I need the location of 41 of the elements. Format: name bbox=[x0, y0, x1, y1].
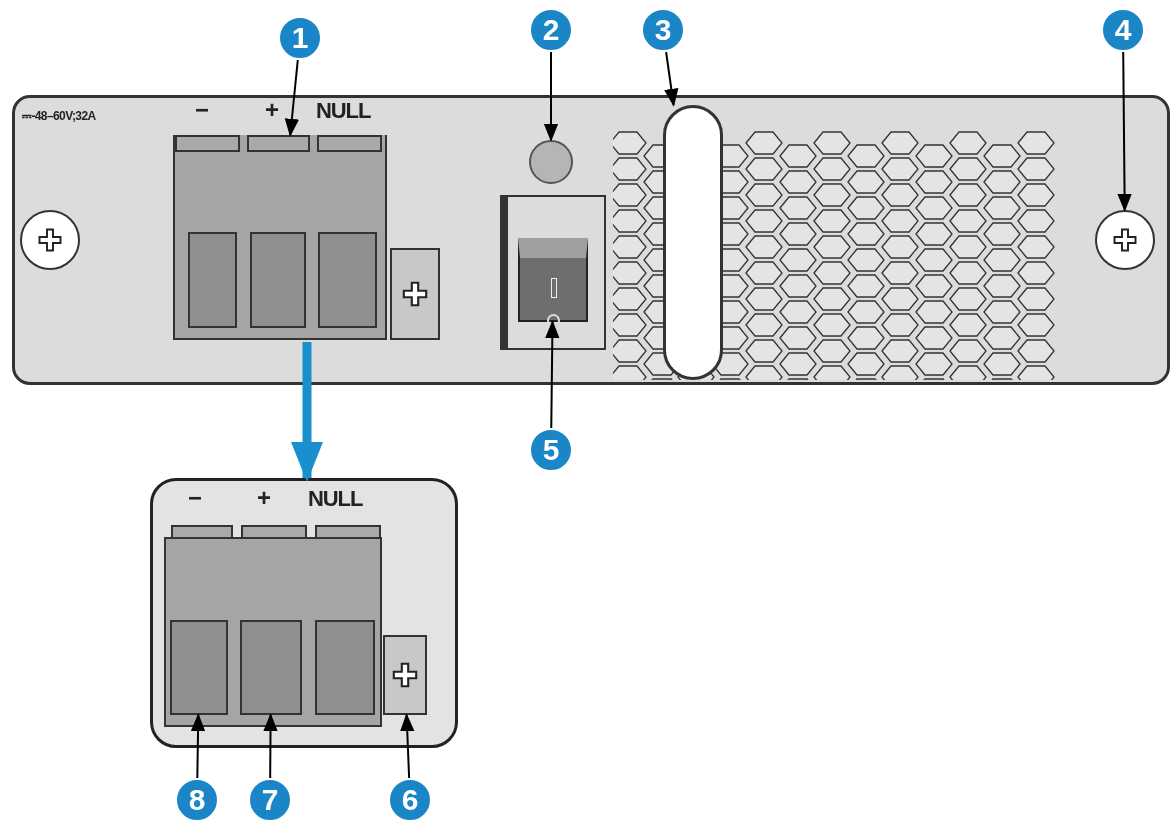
terminal-socket bbox=[188, 232, 237, 328]
leader-line bbox=[263, 713, 278, 779]
terminal-label: + bbox=[265, 98, 279, 122]
terminal-socket bbox=[170, 620, 228, 715]
leader-line bbox=[190, 713, 206, 779]
terminal-socket bbox=[315, 620, 375, 715]
callout-number: 2 bbox=[529, 8, 573, 52]
mounting-screw bbox=[20, 210, 80, 270]
terminal-label: NULL bbox=[316, 100, 371, 122]
rating-label: ⎓-48–60V;32A bbox=[22, 110, 96, 122]
callout-number: 1 bbox=[278, 16, 322, 60]
leader-line bbox=[545, 320, 560, 429]
callout-number: 6 bbox=[388, 778, 432, 822]
indicator-led bbox=[529, 140, 573, 184]
terminal-label: + bbox=[257, 486, 271, 510]
handle bbox=[663, 105, 723, 380]
terminal-screw bbox=[383, 635, 427, 715]
leader-line bbox=[1117, 51, 1132, 212]
leader-line bbox=[664, 51, 679, 107]
callout-number: 4 bbox=[1101, 8, 1145, 52]
terminal-block-detail bbox=[150, 478, 458, 748]
terminal-socket bbox=[250, 232, 306, 328]
callout-number: 3 bbox=[641, 8, 685, 52]
terminal-label: − bbox=[195, 98, 209, 122]
callout-number: 5 bbox=[529, 428, 573, 472]
callout-number: 7 bbox=[248, 778, 292, 822]
terminal-screw bbox=[390, 248, 440, 340]
leader-line bbox=[543, 51, 559, 142]
terminal-label: NULL bbox=[308, 488, 363, 510]
leader-line bbox=[400, 713, 415, 779]
front-panel bbox=[12, 95, 1170, 385]
terminal-block bbox=[164, 537, 382, 727]
leader-line bbox=[284, 59, 300, 137]
terminal-block bbox=[173, 135, 387, 340]
terminal-socket bbox=[318, 232, 377, 328]
terminal-socket bbox=[240, 620, 302, 715]
arrow bbox=[291, 342, 323, 482]
terminal-label: − bbox=[188, 486, 202, 510]
captive-screw bbox=[1095, 210, 1155, 270]
switch-housing bbox=[500, 195, 606, 350]
callout-number: 8 bbox=[175, 778, 219, 822]
